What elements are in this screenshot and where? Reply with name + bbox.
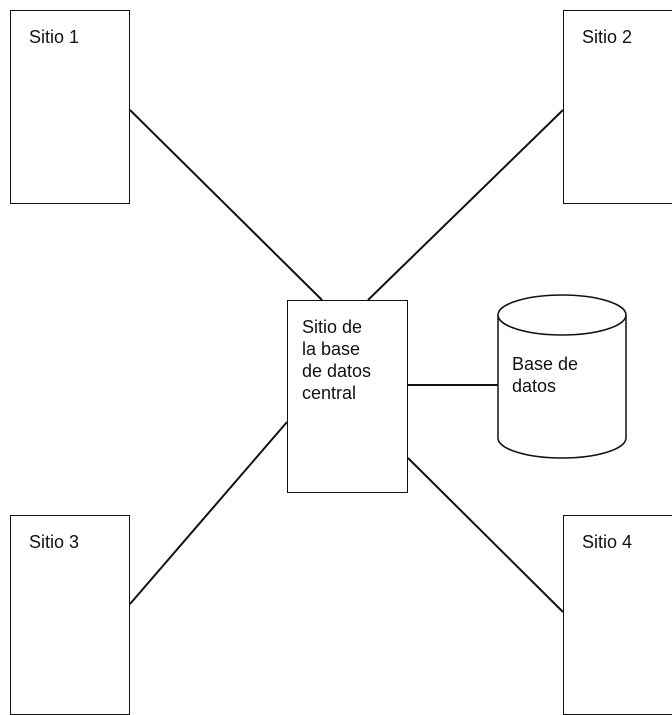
site-1-label: Sitio 1 bbox=[29, 27, 80, 47]
connector-site3-central bbox=[129, 421, 288, 605]
central-site-label-line-3: de datos bbox=[302, 361, 372, 381]
site-2-label: Sitio 2 bbox=[582, 27, 633, 47]
site-3-label: Sitio 3 bbox=[29, 532, 80, 552]
database-label-line-2: datos bbox=[512, 376, 557, 396]
database-label-line-1: Base de bbox=[512, 354, 579, 374]
database-cylinder-icon bbox=[497, 294, 627, 459]
site-4-label: Sitio 4 bbox=[582, 532, 633, 552]
site-2-box: Sitio 2 bbox=[563, 10, 672, 204]
site-3-box: Sitio 3 bbox=[10, 515, 130, 715]
site-4-box: Sitio 4 bbox=[563, 515, 672, 715]
site-1-box: Sitio 1 bbox=[10, 10, 130, 204]
connector-site1-central bbox=[129, 109, 323, 301]
central-site-label-line-4: central bbox=[302, 383, 357, 403]
connector-site4-central bbox=[407, 457, 564, 613]
central-site-label: Sitio de la base de datos central bbox=[302, 316, 371, 404]
central-site-label-line-2: la base bbox=[302, 339, 361, 359]
central-site-label-line-1: Sitio de bbox=[302, 317, 363, 337]
connector-site2-central bbox=[367, 109, 564, 301]
central-database-site-box: Sitio de la base de datos central bbox=[287, 300, 408, 493]
database-label: Base de datos bbox=[512, 353, 578, 397]
